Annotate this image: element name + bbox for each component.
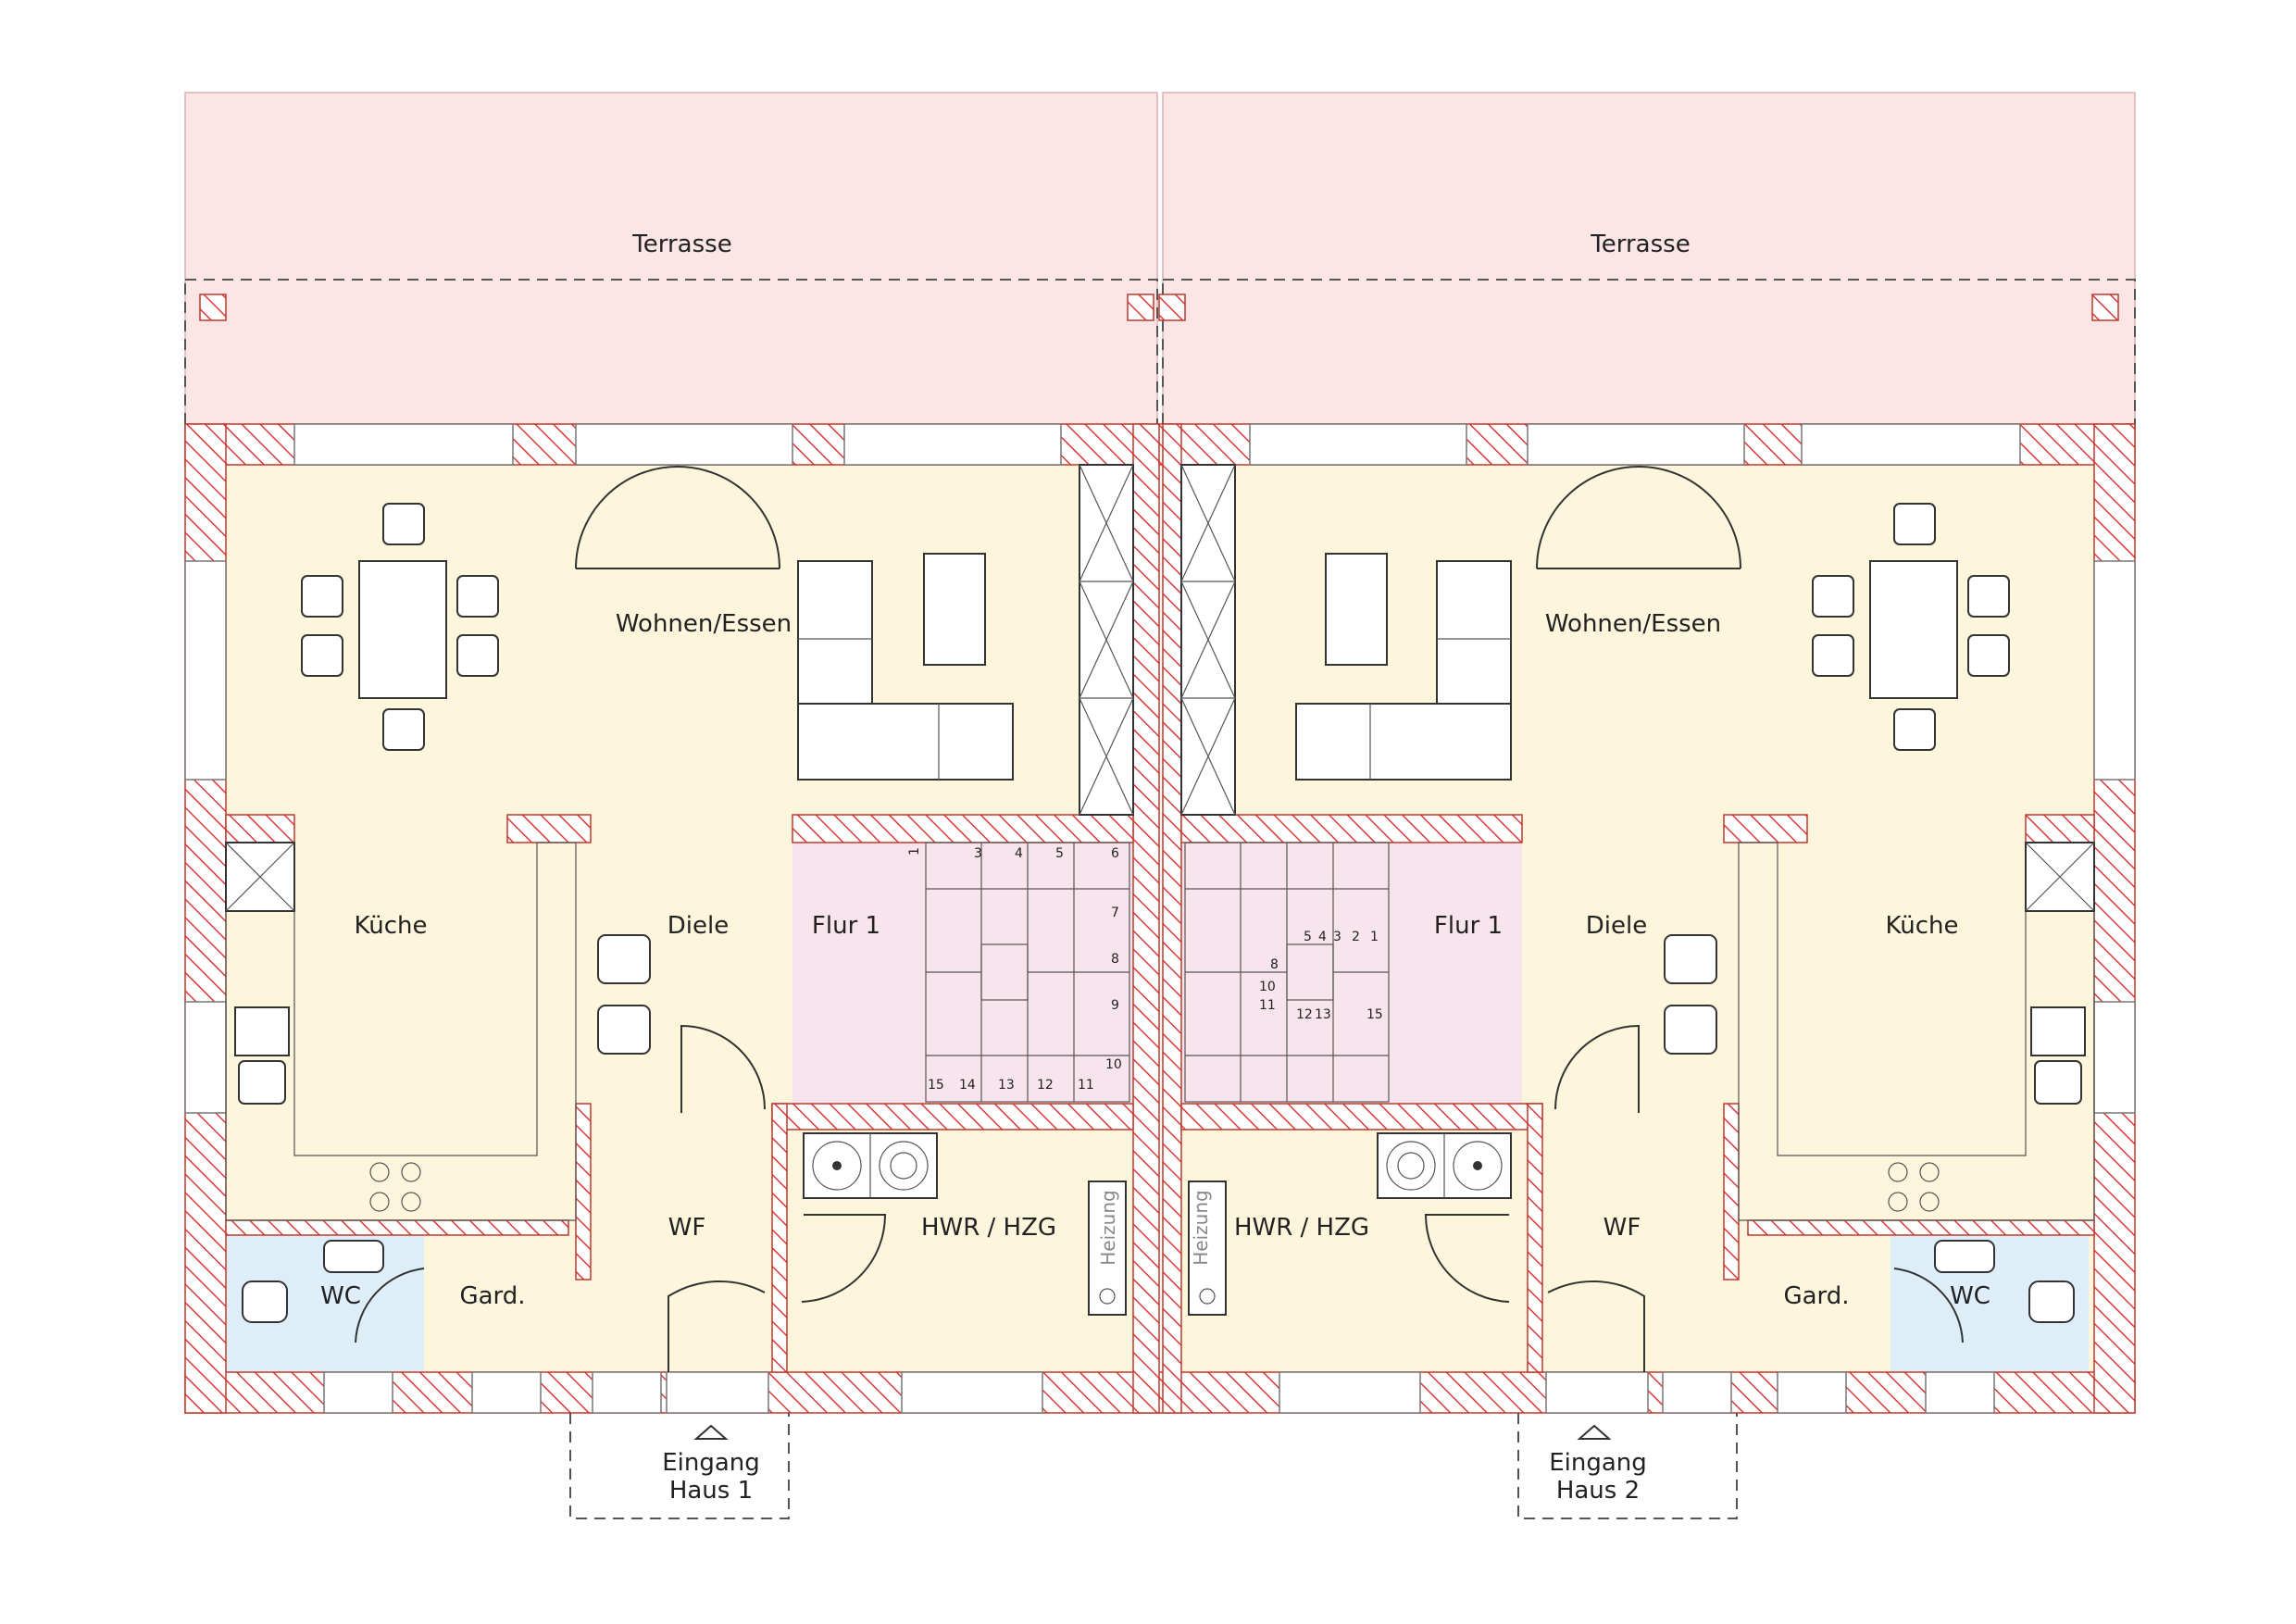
stair-area-2 <box>1181 843 1522 1104</box>
sofa-2 <box>1295 553 1512 781</box>
stair-step: 12 <box>1037 1078 1054 1093</box>
stair-step: 13 <box>998 1078 1015 1093</box>
stair-step: 8 <box>1111 952 1119 967</box>
terrace-area-2 <box>1162 92 2136 427</box>
wc-fixtures-2 <box>1934 1240 2075 1323</box>
stair-step: 10 <box>1105 1057 1122 1072</box>
stair-step: 6 <box>1111 846 1119 861</box>
wc-fixtures-1 <box>242 1240 384 1323</box>
column-2a <box>1158 294 1186 321</box>
doors <box>355 466 1964 1372</box>
stair-step: 4 <box>1015 846 1023 861</box>
sofa-1 <box>797 553 1014 781</box>
entrance-canopy-2 <box>1517 1413 1738 1519</box>
corridor-label: Flur 1 <box>1434 912 1503 940</box>
stair-step: 4 <box>1318 930 1327 944</box>
windows <box>184 423 2136 1414</box>
heating-label: Heizung <box>1190 1190 1212 1265</box>
stair-step: 11 <box>1259 998 1276 1013</box>
terrace-label: Terrasse <box>1590 231 1690 258</box>
entrance-house-label: Haus 2 <box>1556 1477 1640 1505</box>
stair-numbers-1: 1 3 4 5 6 7 8 9 10 11 12 13 14 15 <box>907 846 1122 1093</box>
column-2b <box>2091 294 2119 321</box>
hall-label: Diele <box>1586 912 1647 940</box>
stair-step: 10 <box>1259 980 1276 994</box>
wardrobe-label: Gard. <box>459 1282 525 1310</box>
wardrobe-label: Gard. <box>1783 1282 1849 1310</box>
stair-step: 11 <box>1078 1078 1094 1093</box>
stair-numbers-2: 1 2 3 4 5 8 10 11 12 13 15 <box>1259 930 1383 1022</box>
utility-machines-1 <box>803 1132 1127 1316</box>
stair-step: 8 <box>1270 957 1279 972</box>
living-label: Wohnen/Essen <box>1545 610 1721 638</box>
shelf-1 <box>1079 464 1134 816</box>
column-1a <box>199 294 227 321</box>
utility-label: HWR / HZG <box>1234 1214 1369 1242</box>
stair-step: 2 <box>1352 930 1360 944</box>
stair-step: 15 <box>928 1078 944 1093</box>
wf-label: WF <box>1603 1214 1641 1242</box>
utility-machines-2 <box>1188 1132 1512 1316</box>
roof-outline-1 <box>184 279 1158 427</box>
labels-house-2: Terrasse Wohnen/Essen Küche Diele Flur 1… <box>1190 231 1990 1505</box>
terrace-area-1 <box>184 92 1158 427</box>
entrance-canopy-1 <box>569 1413 790 1519</box>
entrance-label: Eingang <box>662 1449 760 1477</box>
stair-step: 3 <box>1333 930 1341 944</box>
stair-step: 7 <box>1111 906 1119 920</box>
heating-label: Heizung <box>1097 1190 1119 1265</box>
stair-step: 14 <box>959 1078 976 1093</box>
entrance-house-label: Haus 1 <box>669 1477 753 1505</box>
stair-step: 5 <box>1304 930 1312 944</box>
wf-furniture-1 <box>597 934 651 1055</box>
kitchen-counter-2 <box>1738 842 2095 1221</box>
column-1b <box>1127 294 1154 321</box>
stair-step: 1 <box>907 847 922 856</box>
labels-house-1: Terrasse Wohnen/Essen Küche Diele Flur 1… <box>320 231 1119 1505</box>
wc-label: WC <box>1950 1282 1990 1310</box>
living-label: Wohnen/Essen <box>616 610 792 638</box>
kitchen-label: Küche <box>1885 912 1958 940</box>
stair-step: 3 <box>974 846 982 861</box>
corridor-label: Flur 1 <box>812 912 880 940</box>
wc-label: WC <box>320 1282 361 1310</box>
stair-area-1 <box>792 843 1133 1104</box>
stair-step: 5 <box>1055 846 1064 861</box>
roof-outline-2 <box>1162 279 2136 427</box>
utility-label: HWR / HZG <box>921 1214 1056 1242</box>
kitchen-label: Küche <box>354 912 427 940</box>
terrace-label: Terrasse <box>631 231 731 258</box>
hall-label: Diele <box>668 912 729 940</box>
entrance-label: Eingang <box>1549 1449 1647 1477</box>
stairs-1 <box>925 842 1130 1103</box>
stair-step: 12 <box>1296 1007 1313 1022</box>
shelf-2 <box>1180 464 1236 816</box>
stair-step: 15 <box>1366 1007 1383 1022</box>
stair-step: 1 <box>1370 930 1379 944</box>
wf-label: WF <box>668 1214 706 1242</box>
dining-table-2 <box>1812 503 2010 751</box>
stair-step: 13 <box>1315 1007 1331 1022</box>
stairs-2 <box>1184 842 1390 1103</box>
stair-step: 9 <box>1111 998 1119 1013</box>
dining-table-1 <box>301 503 499 751</box>
wf-furniture-2 <box>1664 934 1717 1055</box>
kitchen-counter-1 <box>225 842 577 1221</box>
